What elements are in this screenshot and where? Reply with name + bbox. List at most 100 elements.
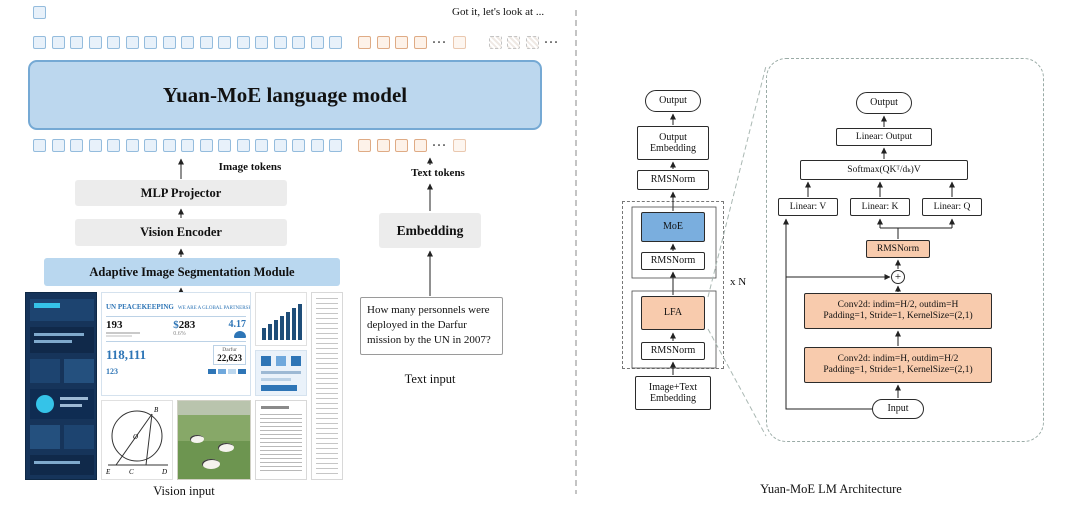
- vision-encoder-box: Vision Encoder: [75, 219, 287, 246]
- stat-417: 4.17: [228, 319, 247, 330]
- linear-k-box: Linear: K: [850, 198, 910, 216]
- residual-add-node: +: [891, 270, 905, 284]
- text-token: [452, 36, 466, 49]
- image-token: [218, 36, 231, 49]
- conv2d-lower-line2: Padding=1, Stride=1, KernelSize=(2,1): [823, 365, 973, 375]
- bar-chart-image: [255, 292, 307, 346]
- image-token: [181, 139, 194, 152]
- detail-input-node: Input: [872, 399, 924, 419]
- image-token: [236, 139, 250, 152]
- image-token: [255, 139, 268, 152]
- ellipsis: ···: [432, 138, 448, 152]
- ellipsis: ···: [544, 35, 560, 49]
- infographic-dark-column: [25, 292, 97, 480]
- mlp-projector-box: MLP Projector: [75, 180, 287, 206]
- infographic-blue-panel: [255, 350, 307, 396]
- linear-v-box: Linear: V: [778, 198, 838, 216]
- rmsnorm-box-mid: RMSNorm: [641, 252, 705, 270]
- moe-box: MoE: [641, 212, 705, 242]
- generated-text: Got it, let's look at ...: [452, 6, 545, 18]
- image-token: [33, 36, 46, 49]
- geometry-diagram-image: O B E C D: [101, 400, 173, 480]
- image-token: [88, 36, 102, 49]
- image-token: [107, 36, 120, 49]
- text-token: [452, 139, 466, 152]
- language-model-box: Yuan-MoE language model: [28, 60, 542, 130]
- text-input-label: Text input: [404, 372, 456, 386]
- ellipsis: ···: [432, 35, 448, 49]
- image-token: [181, 36, 194, 49]
- geometry-figure: O B E C D: [105, 406, 168, 476]
- stat-123: 123: [106, 367, 118, 376]
- image-token: [310, 36, 324, 49]
- linear-output-box: Linear: Output: [836, 128, 932, 146]
- conv2d-upper-line1: Conv2d: indim=H/2, outdim=H: [837, 300, 959, 311]
- image-token: [33, 6, 46, 19]
- conv2d-lower-line1: Conv2d: indim=H, outdim=H/2: [837, 354, 959, 365]
- image-token: [199, 139, 213, 152]
- text-token: [395, 139, 408, 152]
- stack-output-node: Output: [645, 90, 701, 112]
- conv2d-box-lower: Conv2d: indim=H, outdim=H/2 Padding=1, S…: [804, 347, 992, 383]
- image-token: [107, 139, 120, 152]
- image-token: [162, 36, 176, 49]
- image-token: [236, 36, 250, 49]
- question-text-box: How many personnels were deployed in the…: [360, 297, 503, 355]
- un-subtitle: WE ARE A GLOBAL PARTNERSHIP: [177, 306, 251, 311]
- text-token: [413, 139, 427, 152]
- detail-output-node: Output: [856, 92, 912, 114]
- token-row-output: ··· ···: [33, 36, 559, 49]
- detail-rmsnorm-box: RMSNorm: [866, 240, 930, 258]
- document-column-image: [311, 292, 343, 480]
- text-token: [395, 36, 408, 49]
- text-token: [376, 36, 390, 49]
- masked-token: [488, 36, 502, 49]
- stat-members: 193: [106, 319, 123, 331]
- token-row-input: ···: [33, 139, 466, 152]
- image-token: [144, 36, 157, 49]
- image-token: [292, 139, 305, 152]
- linear-q-box: Linear: Q: [922, 198, 982, 216]
- masked-token: [525, 36, 539, 49]
- cows-photo-image: [177, 400, 251, 480]
- rmsnorm-box-bottom: RMSNorm: [641, 342, 705, 360]
- repeat-count-label: x N: [730, 276, 747, 288]
- un-peacekeeping-infographic: UN PEACEKEEPING WE ARE A GLOBAL PARTNERS…: [101, 292, 251, 396]
- image-token: [273, 139, 287, 152]
- vision-input-label: Vision input: [153, 484, 215, 498]
- adaptive-image-segmentation-box: Adaptive Image Segmentation Module: [44, 258, 340, 286]
- output-embedding-box: Output Embedding: [637, 126, 709, 160]
- stat-118111: 118,111: [106, 347, 147, 362]
- svg-text:O: O: [133, 433, 138, 441]
- image-token: [70, 139, 83, 152]
- embedding-box: Embedding: [379, 213, 481, 248]
- document-page-image: [255, 400, 307, 480]
- image-token: [329, 139, 342, 152]
- image-token: [125, 36, 139, 49]
- stat-22623: 22,623: [217, 353, 242, 363]
- image-token: [329, 36, 342, 49]
- rmsnorm-box-top: RMSNorm: [637, 170, 709, 190]
- svg-text:C: C: [129, 468, 134, 476]
- image-token: [144, 139, 157, 152]
- masked-token: [507, 36, 521, 49]
- text-token: [413, 36, 427, 49]
- text-token: [376, 139, 390, 152]
- lfa-box: LFA: [641, 296, 705, 330]
- svg-text:D: D: [161, 468, 167, 476]
- text-tokens-label: Text tokens: [411, 167, 465, 179]
- image-token: [273, 36, 287, 49]
- image-token: [255, 36, 268, 49]
- stat-283: 283: [178, 319, 196, 331]
- stat-06: 0.6%: [173, 331, 186, 337]
- image-token: [88, 139, 102, 152]
- image-token: [70, 36, 83, 49]
- image-token: [125, 139, 139, 152]
- image-token: [33, 139, 46, 152]
- image-text-embedding-box: Image+Text Embedding: [635, 376, 711, 410]
- image-token: [51, 36, 65, 49]
- image-tokens-label: Image tokens: [218, 161, 282, 173]
- image-token: [218, 139, 231, 152]
- un-title: UN PEACEKEEPING: [106, 303, 174, 311]
